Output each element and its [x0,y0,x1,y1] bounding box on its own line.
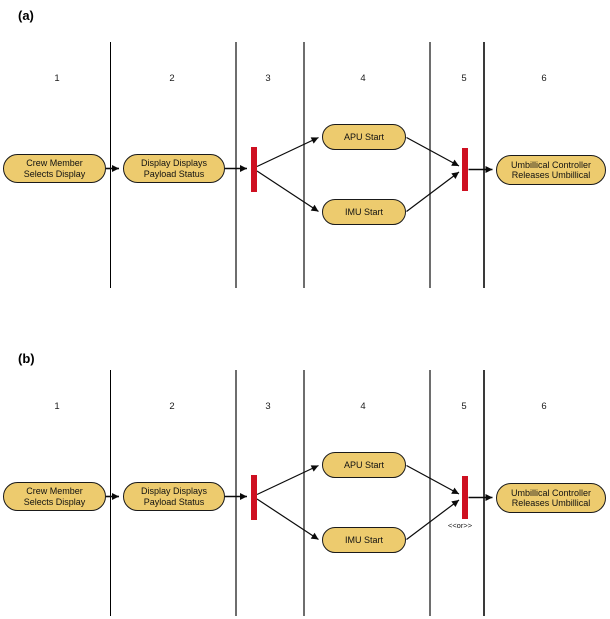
lane-divider-4 [428,370,431,616]
activity-imu-start: IMU Start [322,527,406,553]
lane-divider-2 [234,42,237,288]
lane-number-2: 2 [169,73,175,84]
join-bar [462,148,468,191]
lane-number-1: 1 [54,73,60,84]
lane-number-2: 2 [169,401,175,412]
lane-divider-5 [482,370,485,616]
activity-apu-start: APU Start [322,124,406,150]
activity-umbilical-controller-releases-umbilical: Umbillical Controller Releases Umbillica… [496,483,606,513]
lane-divider-4 [428,42,431,288]
fork-bar [251,147,257,192]
arrow-imu-to-join [406,499,460,540]
panel-b-label: (b) [18,351,35,366]
activity-display-displays-payload-status: Display Displays Payload Status [123,154,225,183]
arrow-apu-to-join [406,136,460,167]
lane-divider-5 [482,42,485,288]
arrow-apu-to-join [406,464,460,495]
lane-number-3: 3 [265,401,271,412]
arrow-fork-to-apu [256,464,319,496]
lane-number-4: 4 [360,73,366,84]
join-or-stereotype-label: <<or>> [447,521,473,530]
lane-number-6: 6 [541,73,547,84]
lane-number-5: 5 [461,401,467,412]
lane-number-5: 5 [461,73,467,84]
activity-display-displays-payload-status: Display Displays Payload Status [123,482,225,511]
lane-divider-2 [234,370,237,616]
lane-divider-1 [110,42,111,288]
join-bar [462,476,468,519]
activity-crew-member-selects-display: Crew Member Selects Display [3,482,106,511]
activity-umbilical-controller-releases-umbilical: Umbillical Controller Releases Umbillica… [496,155,606,185]
lane-divider-1 [110,370,111,616]
lane-divider-3 [302,42,305,288]
activity-apu-start: APU Start [322,452,406,478]
lane-number-4: 4 [360,401,366,412]
fork-bar [251,475,257,520]
panel-a-label: (a) [18,8,34,23]
lane-divider-3 [302,370,305,616]
lane-number-3: 3 [265,73,271,84]
arrow-imu-to-join [406,171,460,212]
arrow-fork-to-imu [256,498,319,541]
activity-imu-start: IMU Start [322,199,406,225]
lane-number-1: 1 [54,401,60,412]
activity-crew-member-selects-display: Crew Member Selects Display [3,154,106,183]
lane-number-6: 6 [541,401,547,412]
arrow-fork-to-apu [256,136,319,168]
flow-arrows [106,464,493,541]
panel-a: (a) 1 2 3 4 5 6 Crew Member Selects Disp… [3,8,606,288]
arrow-fork-to-imu [256,170,319,213]
panel-b: (b) 1 2 3 4 5 6 Crew Member Selects Disp… [0,328,610,619]
